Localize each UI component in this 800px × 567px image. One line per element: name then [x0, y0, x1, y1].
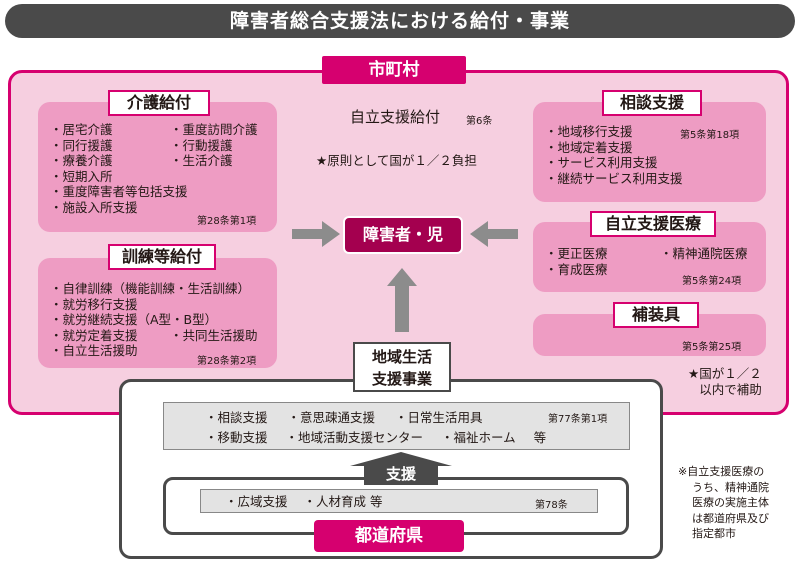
soudan-list: ・地域移行支援 ・地域定着支援 ・サービス利用支援 ・継続サービス利用支援	[545, 124, 683, 186]
sogu-article: 第5条第25項	[682, 342, 742, 353]
chiiki-row1: ・相談支援 ・意思疎通支援 ・日常生活用具	[205, 410, 483, 426]
prefecture-article: 第78条	[535, 500, 568, 511]
list-item: ・育成医療	[545, 261, 608, 277]
kunren-list: ・自律訓練（機能訓練・生活訓練） ・就労移行支援 ・就労継続支援（A型・B型） …	[50, 281, 250, 359]
jiritsu-kyufu-note: ★原則として国が１／２負担	[316, 153, 477, 168]
list-item: 等	[533, 430, 547, 445]
list-item: ・継続サービス利用支援	[545, 170, 683, 186]
list-item: ・重度訪問介護	[170, 122, 258, 137]
list-item: ・施設入所支援	[50, 199, 138, 215]
kunren-extra: ・共同生活援助	[170, 328, 258, 343]
list-item: ・行動援護	[170, 137, 233, 153]
chiiki-services-box	[163, 402, 630, 450]
iryo-article: 第5条第24項	[682, 276, 742, 287]
arrow-left-icon	[470, 221, 518, 247]
footnote: ※自立支援医療の うち、精神通院 医療の実施主体 は都道府県及び 指定都市	[678, 465, 769, 540]
soudan-label: 相談支援	[602, 90, 702, 116]
arrow-right-icon	[292, 221, 340, 247]
kunren-panel	[38, 258, 277, 368]
chiiki-article: 第77条第1項	[548, 414, 608, 425]
chiiki-row2: ・移動支援 ・地域活動支援センター ・福祉ホーム 等	[205, 430, 546, 446]
prefecture-label: 都道府県	[314, 520, 464, 552]
list-item: ・自律訓練（機能訓練・生活訓練）	[50, 281, 251, 296]
list-item: ・意思疎通支援	[287, 410, 376, 425]
kunren-label: 訓練等給付	[108, 244, 216, 270]
list-item: ・同行援護	[50, 137, 113, 153]
list-item: ・移動支援	[205, 430, 268, 445]
iryo-list-col2: ・精神通院医療	[660, 246, 748, 262]
list-item: ・重度障害者等包括支援	[50, 184, 188, 199]
list-item: ・日常生活用具	[395, 410, 483, 425]
prefecture-list: ・広域支援 ・人材育成 等	[225, 494, 383, 510]
kaigo-list-col1: ・居宅介護 ・同行援護 ・療養介護 ・短期入所 ・重度障害者等包括支援 ・施設入…	[50, 122, 188, 215]
page-title: 障害者総合支援法における給付・事業	[5, 4, 795, 38]
list-item: ・広域支援	[225, 494, 288, 509]
list-item: ・地域移行支援	[545, 124, 633, 139]
kaigo-panel	[38, 102, 277, 232]
list-item: ・地域活動支援センター	[285, 430, 424, 445]
list-item: ・自立生活援助	[50, 343, 138, 358]
list-item: ・就労定着支援	[50, 327, 138, 343]
prefecture-services-box	[200, 489, 598, 513]
list-item: ・居宅介護	[50, 122, 113, 137]
soudan-panel	[533, 102, 766, 202]
list-item: ・就労移行支援	[50, 296, 138, 312]
soudan-article: 第5条第18項	[680, 130, 740, 141]
iryo-list-col1: ・更正医療 ・育成医療	[545, 246, 608, 277]
kaigo-article: 第28条第1項	[197, 216, 257, 227]
list-item: ・就労継続支援（A型・B型）	[50, 312, 218, 327]
list-item: ・短期入所	[50, 168, 113, 184]
jiritsu-kyufu-title: 自立支援給付	[350, 108, 441, 126]
kaigo-label: 介護給付	[108, 90, 210, 116]
list-item: ・人材育成 等	[303, 494, 383, 509]
list-item: ・サービス利用支援	[545, 155, 658, 170]
sogu-label: 補装具	[613, 302, 699, 328]
support-label: 支援	[364, 463, 438, 485]
municipality-label: 市町村	[322, 56, 466, 84]
kunren-article: 第28条第2項	[197, 356, 257, 367]
center-box: 障害者・児	[343, 216, 463, 254]
jiritsu-kyufu-article: 第6条	[466, 116, 493, 127]
kaigo-list-col2: ・重度訪問介護 ・行動援護 ・生活介護	[170, 122, 258, 169]
chiiki-label: 地域生活 支援事業	[353, 342, 451, 392]
list-item: ・地域定着支援	[545, 139, 633, 155]
national-subsidy-note: ★国が１／２ 以内で補助	[688, 366, 762, 397]
iryo-label: 自立支援医療	[590, 211, 716, 237]
list-item: ・相談支援	[205, 410, 268, 425]
list-item: ・生活介護	[170, 153, 233, 168]
list-item: ・更正医療	[545, 246, 608, 261]
list-item: ・精神通院医療	[660, 246, 748, 261]
support-arrow-icon	[350, 452, 452, 466]
arrow-up-icon	[387, 268, 417, 332]
list-item: ・福祉ホーム	[441, 430, 516, 445]
list-item: ・療養介護	[50, 153, 113, 168]
